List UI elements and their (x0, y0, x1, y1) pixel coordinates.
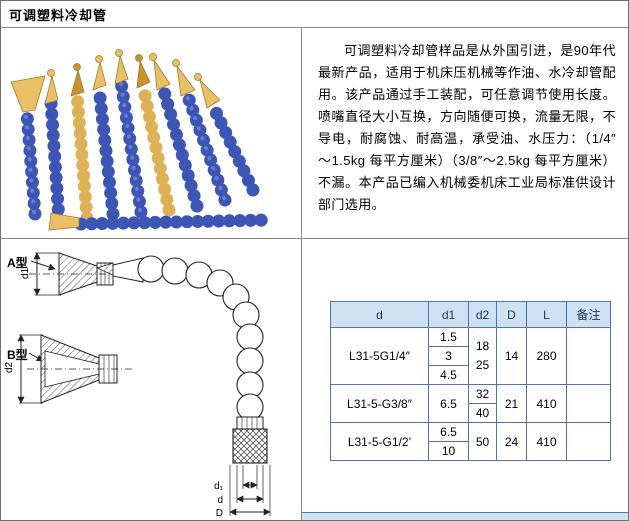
type-b-label: B型 (7, 347, 28, 362)
cooling-pipes-illustration (10, 49, 274, 231)
d2-cell: 18 25 (468, 327, 497, 385)
header-D: D (496, 301, 527, 328)
dim-inner-label: d₁ (214, 481, 224, 492)
part-cell: L31-5-G1/2’ (330, 422, 429, 461)
d1-cell: 4.5 (428, 365, 469, 385)
L-cell: 410 (526, 384, 567, 423)
dim-mid-label: d (217, 495, 223, 506)
d2-cell: 50 (468, 422, 497, 461)
table-row: L31-5G1/4″ 1.5 18 25 14 280 (330, 327, 611, 385)
table-row: 3 (331, 346, 611, 366)
note-cell (566, 422, 611, 461)
note-cell (566, 327, 611, 385)
spec-panel: d d1 d2 D L 备注 L31-5G1/4″ 1.5 18 25 (302, 239, 628, 520)
table-row: L31-5-G1/2’ 6.5 50 24 410 (330, 422, 611, 461)
diagram-panel: A型 d1 B型 d2 (1, 239, 302, 520)
D-cell: 14 (496, 327, 527, 385)
L-cell: 410 (526, 422, 567, 461)
dim-outer-label: D (216, 508, 223, 518)
d1-cell: 3 (428, 346, 469, 366)
dim-d1-label: d1 (20, 267, 31, 279)
header-L: L (526, 301, 567, 328)
part-cell: L31-5-G3/8″ (330, 384, 429, 423)
header-d: d (330, 301, 429, 328)
d1-cell: 6.5 (428, 384, 469, 423)
spec-table-header-row: d d1 d2 D L 备注 (330, 301, 611, 328)
L-cell: 280 (526, 327, 567, 385)
note-cell (566, 384, 611, 423)
D-cell: 24 (496, 422, 527, 461)
d1-cell: 1.5 (428, 327, 469, 347)
d2-value: 18 (475, 339, 490, 353)
product-photo-panel (1, 28, 302, 239)
product-description: 可调塑料冷却管样品是从外国引进，是90年代最新产品，适用于机床压机械等作油、水冷… (318, 43, 616, 212)
dim-d2-label: d2 (4, 361, 15, 373)
D-cell: 21 (496, 384, 527, 423)
part-cell: L31-5G1/4″ (330, 327, 429, 385)
d1-cell: 6.5 (428, 422, 469, 442)
technical-drawing: A型 d1 B型 d2 (4, 252, 271, 519)
page-title: 可调塑料冷却管 (9, 7, 108, 23)
spec-table: d d1 d2 D L 备注 L31-5G1/4″ 1.5 18 25 (330, 301, 611, 461)
description-panel: 可调塑料冷却管样品是从外国引进，是90年代最新产品，适用于机床压机械等作油、水冷… (302, 28, 628, 239)
header-note: 备注 (566, 301, 611, 328)
table-row: 10 (331, 441, 611, 461)
type-a-label: A型 (7, 255, 28, 270)
table-row: L31-5-G3/8″ 6.5 32 21 410 (330, 384, 611, 423)
header-d2: d2 (468, 301, 497, 328)
next-table-header-cutoff (302, 512, 628, 520)
title-bar: 可调塑料冷却管 (1, 1, 628, 28)
d2-value: 25 (475, 358, 490, 372)
header-d1: d1 (428, 301, 469, 328)
d2-cell: 40 (468, 403, 497, 423)
d2-cell: 32 (468, 384, 497, 404)
d1-cell: 10 (428, 441, 469, 461)
